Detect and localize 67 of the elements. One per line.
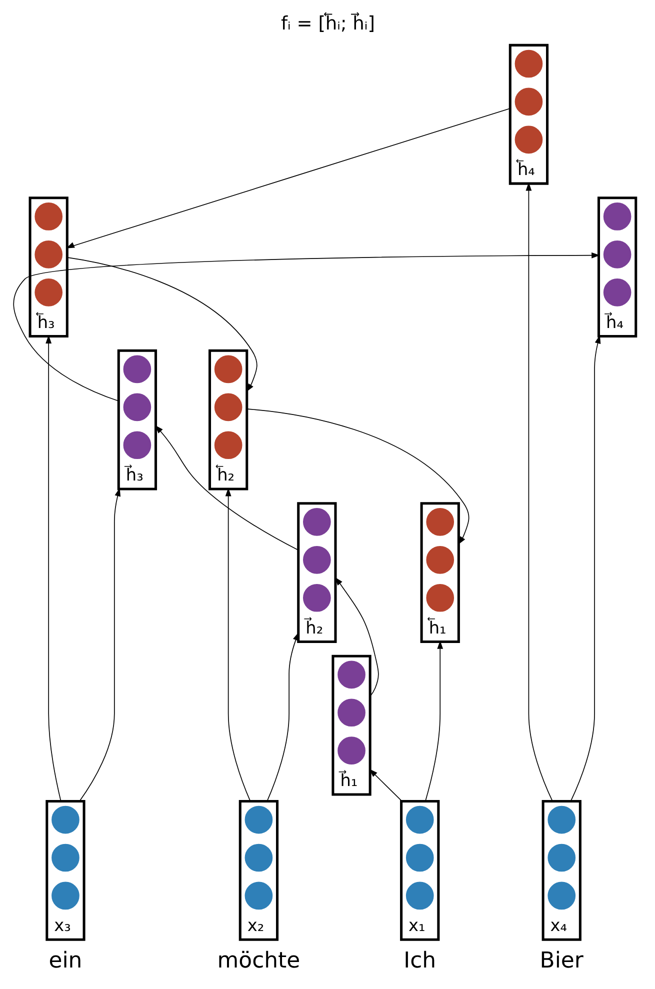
cluster: h⃗₂: [296, 502, 336, 643]
cluster: h⃖₃: [28, 196, 68, 338]
cluster: x₄: [541, 800, 581, 941]
node-circle: [244, 806, 272, 834]
node-circle: [244, 844, 272, 872]
node-circle: [426, 508, 454, 536]
arrow: [224, 488, 250, 802]
arrow: [45, 335, 61, 802]
node-circle: [602, 202, 631, 230]
cluster: h⃖₂: [208, 349, 248, 490]
node-circle: [514, 50, 542, 78]
node-circle: [405, 806, 434, 834]
arrow: [266, 632, 298, 802]
node-circle: [602, 240, 631, 268]
node-circle: [122, 431, 151, 460]
node-circle: [337, 698, 365, 727]
node-circle: [337, 736, 365, 765]
node-circle: [34, 202, 62, 230]
node-circle: [302, 508, 330, 536]
node-circle: [51, 806, 79, 834]
cluster: h⃗₄: [596, 196, 637, 338]
arrow: [66, 257, 257, 392]
node-circle: [51, 844, 79, 872]
node-circle: [214, 355, 242, 384]
cluster: x₁: [400, 800, 440, 941]
arrow: [424, 640, 443, 802]
arrow: [154, 425, 298, 551]
node-circle: [214, 431, 242, 460]
node-label: Ich: [403, 948, 436, 974]
node-circle: [337, 660, 365, 689]
node-circle: [34, 278, 62, 306]
node-circle: [302, 584, 330, 612]
arrow: [12, 252, 600, 402]
node-circle: [514, 126, 542, 154]
node-circle: [214, 393, 242, 422]
cluster: x₃: [45, 800, 85, 941]
node-circle: [122, 355, 151, 384]
node-circle: [426, 584, 454, 612]
node-circle: [405, 882, 434, 910]
node-label: möchte: [216, 948, 300, 974]
cluster: h⃗₁: [331, 654, 371, 796]
node-label: Bier: [539, 948, 583, 974]
arrow: [334, 577, 378, 697]
cluster: h⃗₃: [116, 349, 157, 490]
node-circle: [405, 844, 434, 872]
node-circle: [514, 88, 542, 116]
node-circle: [547, 882, 576, 910]
arrow: [65, 108, 510, 248]
node-circle: [51, 882, 79, 910]
arrow: [246, 408, 469, 545]
cluster: h⃖₁: [420, 502, 460, 643]
arrow: [368, 768, 402, 802]
cluster: h⃖₄: [508, 44, 548, 185]
node-circle: [34, 240, 62, 268]
node-circle: [244, 882, 272, 910]
node-label: ein: [48, 948, 82, 974]
arrow: [78, 488, 120, 802]
diagram-title: fᵢ = [h⃖ᵢ; h⃗ᵢ]: [280, 14, 374, 35]
cluster: x₂: [238, 800, 278, 941]
node-circle: [302, 546, 330, 574]
node-circle: [547, 844, 576, 872]
node-circle: [426, 546, 454, 574]
arrow: [570, 335, 600, 802]
arrow: [525, 182, 552, 802]
node-circle: [122, 393, 151, 422]
node-circle: [602, 278, 631, 306]
node-circle: [547, 806, 576, 834]
